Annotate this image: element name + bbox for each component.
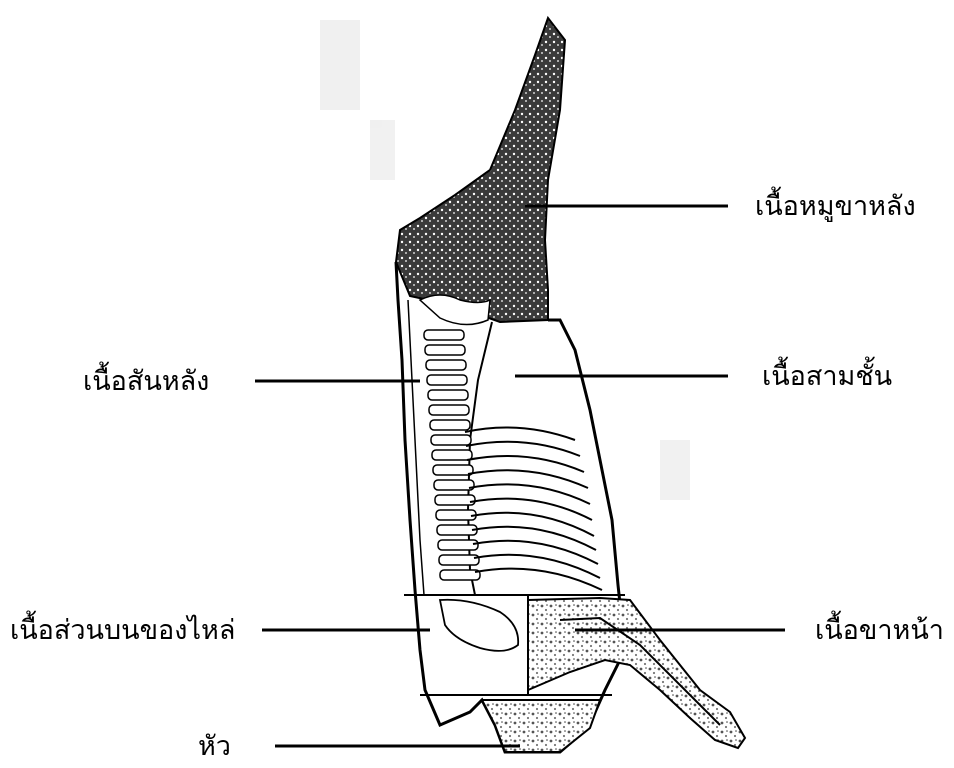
label-shoulder-butt: เนื้อส่วนบนของไหล่ <box>10 617 235 644</box>
spine-vertebrae <box>420 295 490 580</box>
head-section <box>482 700 600 752</box>
rib-cage <box>465 428 602 591</box>
label-head: หัว <box>198 733 231 760</box>
ham-section <box>396 18 565 322</box>
shoulder-blade <box>440 600 518 651</box>
label-ham: เนื้อหมูขาหลัง <box>755 193 916 220</box>
label-picnic: เนื้อขาหน้า <box>815 617 944 644</box>
label-belly: เนื้อสามชั้น <box>762 363 892 390</box>
loin-inner-edge <box>408 300 424 595</box>
label-loin: เนื้อสันหลัง <box>83 368 209 395</box>
